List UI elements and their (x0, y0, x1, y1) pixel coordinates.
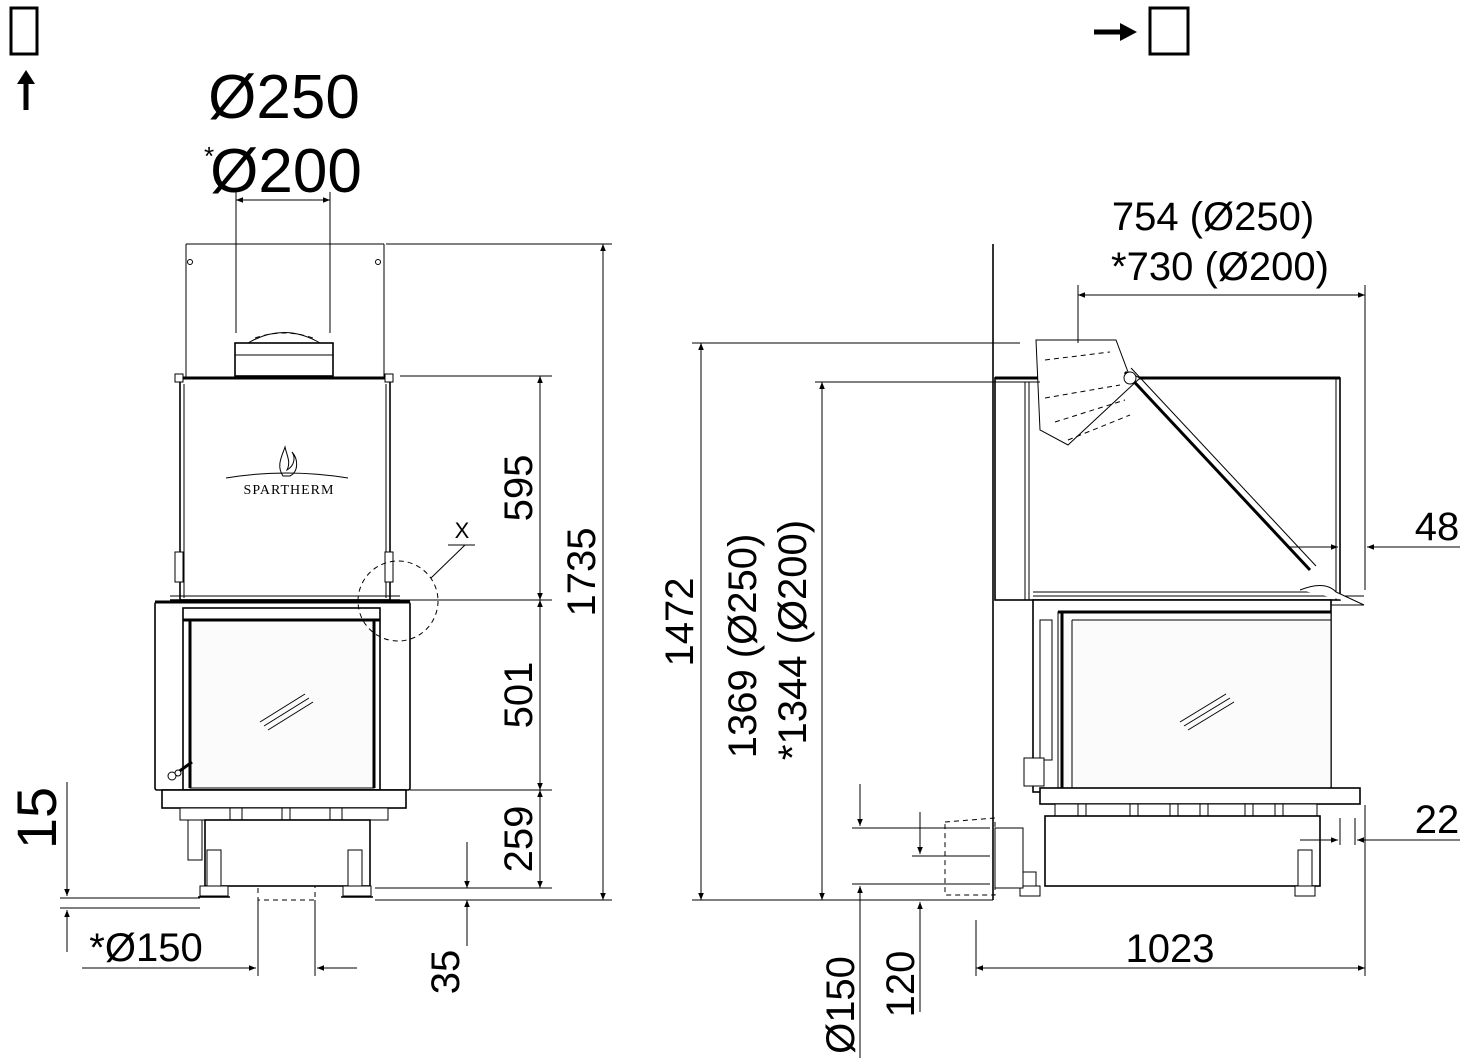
dim-48: 48 (1290, 505, 1460, 590)
dim-501: 501 (410, 600, 552, 791)
hood-outline (185, 243, 385, 378)
depth-main-label: 754 (Ø250) (1112, 195, 1314, 239)
dim-259: 259 (375, 790, 552, 889)
dim-35: 35 (424, 842, 470, 995)
dim-flue-width (235, 192, 331, 333)
detail-x-marker: X (357, 518, 475, 642)
dim-1023: 1023 (975, 805, 1366, 976)
dim-120: 120 (879, 812, 990, 1017)
dim-15: 15 (5, 782, 200, 952)
brand-name: SPARTHERM (244, 483, 335, 498)
dim-inlet-diameter-label: *Ø150 (89, 926, 202, 970)
upper-body (170, 373, 400, 601)
dim-1344-label: *1344 (Ø200) (771, 520, 815, 760)
dim-1472-label: 1472 (658, 578, 702, 667)
front-view-icon (9, 6, 39, 110)
firebox (154, 600, 411, 791)
dim-48-label: 48 (1415, 505, 1460, 549)
dim-150-side-label: Ø150 (819, 956, 863, 1054)
dim-1735-label: 1735 (560, 528, 604, 617)
flue-diameter-main: Ø250 (208, 63, 360, 132)
front-view: SPARTHERM (5, 63, 612, 994)
flue-diameter-alt: Ø200 (210, 137, 362, 206)
glass-reflection-mark (259, 693, 306, 723)
dim-1023-label: 1023 (1126, 927, 1215, 971)
dim-1735: 1735 (375, 243, 612, 901)
dim-595-label: 595 (497, 455, 541, 522)
flue-collar (234, 332, 334, 377)
dim-501-label: 501 (497, 662, 541, 729)
side-firebox (1023, 599, 1332, 793)
dim-35-label: 35 (424, 950, 468, 995)
brand-logo: SPARTHERM (225, 445, 349, 498)
side-base (944, 787, 1361, 897)
base-frame (161, 789, 407, 901)
dim-22-label: 22 (1415, 798, 1460, 842)
support-strut (1123, 370, 1312, 572)
dim-259-label: 259 (497, 806, 541, 873)
dim-depth (1077, 285, 1366, 590)
dim-1369-label: 1369 (Ø250) (721, 534, 765, 759)
dim-22: 22 (1300, 798, 1460, 845)
dim-15-label: 15 (5, 787, 68, 849)
side-view-icon (1094, 6, 1190, 56)
dim-150-side: Ø150 (819, 784, 990, 1058)
dim-595: 595 (400, 375, 552, 601)
dim-1472: 1472 (658, 342, 1020, 901)
depth-alt-label: *730 (Ø200) (1111, 245, 1329, 289)
dim-inlet-diameter: *Ø150 (82, 900, 357, 976)
flue-diameter-alt-asterisk: * (204, 141, 214, 171)
dim-1369: 1369 (Ø250) *1344 (Ø200) (721, 381, 1040, 900)
side-view: 754 (Ø250) *730 (Ø200) 48 22 1472 (658, 195, 1460, 1058)
detail-x-label: X (455, 518, 470, 543)
dim-120-label: 120 (879, 951, 923, 1018)
side-flue (1035, 339, 1317, 572)
